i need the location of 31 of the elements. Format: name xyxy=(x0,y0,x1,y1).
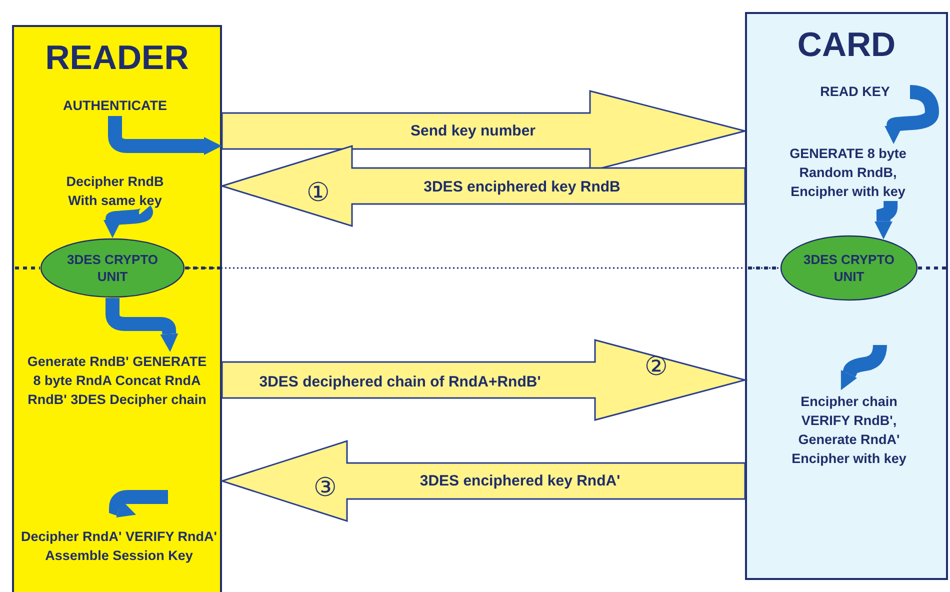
step-number: ③ xyxy=(314,474,336,500)
unit-label: 3DES CRYPTO UNIT xyxy=(802,251,896,285)
crypto-unit-ellipse xyxy=(780,235,918,301)
crypto-unit-ellipse xyxy=(40,238,185,298)
step-text: READ KEY xyxy=(800,82,910,102)
edge-label: 3DES enciphered key RndA' xyxy=(420,472,620,490)
curved-arrow xyxy=(104,206,153,238)
step-text: Decipher RndB With same key xyxy=(55,172,175,210)
step-text: Generate RndB' GENERATE 8 byte RndA Concat RndA RndB' 3DES Decipher chain xyxy=(27,352,207,447)
step-text: GENERATE 8 byte Random RndB, Encipher with key xyxy=(772,144,924,201)
curved-arrow xyxy=(109,490,168,518)
step-number: ① xyxy=(306,179,330,205)
curved-arrow xyxy=(106,298,178,352)
edge-label: 3DES enciphered key RndB xyxy=(424,178,620,196)
step-text: Decipher RndA' VERIFY RndA' Assemble Session Key xyxy=(16,527,222,584)
curved-arrow xyxy=(884,85,939,144)
device-panel xyxy=(12,25,222,592)
step-text: Encipher chain VERIFY RndB', Generate RndA' Encipher with key xyxy=(775,392,923,468)
step-number: ② xyxy=(644,353,668,379)
device-panel xyxy=(745,12,948,580)
curved-arrow xyxy=(874,200,898,240)
panel-title: READER xyxy=(44,41,190,75)
unit-label: 3DES CRYPTO UNIT xyxy=(66,251,160,285)
step-text: AUTHENTICATE xyxy=(60,96,170,116)
edge-label: Send key number xyxy=(410,122,536,140)
block-arrow xyxy=(220,440,746,522)
curved-arrow xyxy=(840,344,887,390)
panel-title: CARD xyxy=(796,28,897,62)
block-arrow xyxy=(219,144,746,228)
edge-label: 3DES deciphered chain of RndA+RndB' xyxy=(259,374,541,390)
block-arrow xyxy=(221,339,748,421)
